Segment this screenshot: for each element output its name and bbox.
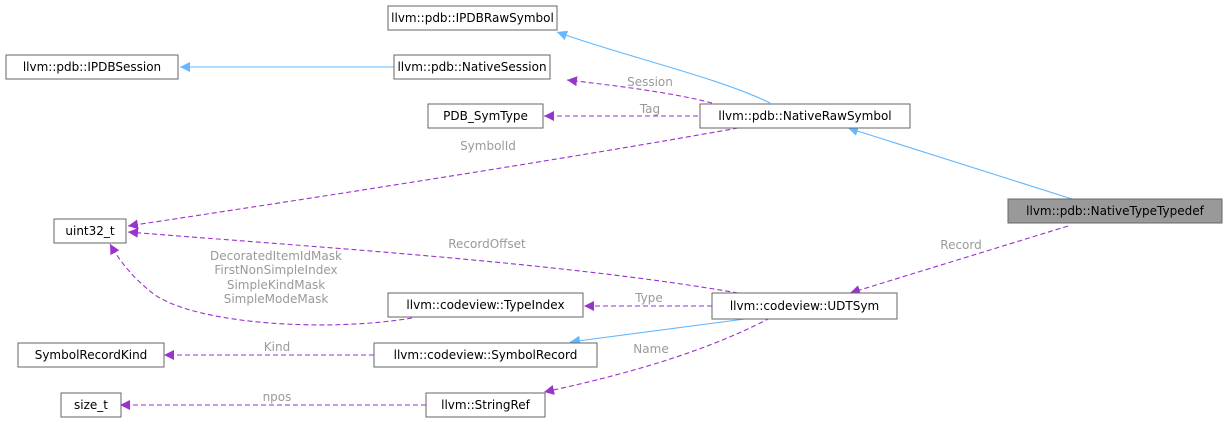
edge-session	[566, 76, 713, 104]
node-pdbsymtype[interactable]: PDB_SymType	[427, 103, 544, 129]
edge-label-session: Session	[627, 75, 673, 89]
edge-label-mask-4: SimpleModeMask	[224, 292, 329, 306]
edge-name	[543, 317, 771, 395]
node-label: llvm::codeview::SymbolRecord	[394, 348, 578, 362]
node-ipdbrawsymbol[interactable]: llvm::pdb::IPDBRawSymbol	[387, 5, 558, 31]
node-nativerawsymbol[interactable]: llvm::pdb::NativeRawSymbol	[699, 103, 911, 129]
edge-symbolid	[127, 127, 739, 230]
edge-label-npos: npos	[263, 390, 292, 404]
edge-label-symbolid: SymbolId	[460, 139, 516, 153]
edge-nativetypetypedef-to-nativerawsymbol	[847, 126, 1073, 200]
node-udtsym[interactable]: llvm::codeview::UDTSym	[711, 292, 898, 320]
node-label: uint32_t	[65, 224, 115, 238]
node-uint32t[interactable]: uint32_t	[53, 218, 127, 244]
node-symbolrecordkind[interactable]: SymbolRecordKind	[17, 342, 165, 368]
edge-label-recordoffset: RecordOffset	[448, 237, 526, 251]
edge-label-kind: Kind	[264, 340, 290, 354]
node-label: PDB_SymType	[443, 109, 528, 123]
edge-label-mask-1: DecoratedItemIdMask	[210, 249, 342, 263]
node-label: llvm::codeview::TypeIndex	[406, 298, 564, 312]
node-nativesession[interactable]: llvm::pdb::NativeSession	[393, 54, 551, 80]
edge-recordoffset	[127, 227, 739, 294]
edge-label-name: Name	[633, 342, 668, 356]
node-label: SymbolRecordKind	[35, 348, 148, 362]
edge-udtsym-to-symbolrecord	[569, 318, 746, 346]
node-label: llvm::pdb::IPDBSession	[23, 60, 161, 74]
edge-label-tag: Tag	[639, 102, 660, 116]
node-label: llvm::pdb::NativeTypeTypedef	[1026, 204, 1204, 218]
node-ipdbsession[interactable]: llvm::pdb::IPDBSession	[5, 54, 179, 80]
edge-record	[849, 225, 1069, 295]
node-sizet[interactable]: size_t	[60, 392, 122, 418]
node-nativetypetypedef[interactable]: llvm::pdb::NativeTypeTypedef	[1007, 198, 1223, 224]
edge-label-mask-3: SimpleKindMask	[227, 278, 325, 292]
edge-nativerawsymbol-to-ipdbrawsymbol	[556, 30, 771, 104]
node-label: llvm::codeview::UDTSym	[730, 299, 879, 313]
edge-masks	[109, 243, 413, 326]
node-label: llvm::pdb::NativeSession	[397, 60, 546, 74]
edge-label-record: Record	[940, 238, 981, 252]
node-label: llvm::pdb::IPDBRawSymbol	[391, 11, 554, 25]
node-label: llvm::StringRef	[441, 398, 531, 412]
node-typeindex[interactable]: llvm::codeview::TypeIndex	[387, 292, 584, 318]
edge-label-type: Type	[634, 291, 663, 305]
edge-label-mask-2: FirstNonSimpleIndex	[214, 263, 337, 277]
node-label: llvm::pdb::NativeRawSymbol	[718, 109, 891, 123]
node-stringref[interactable]: llvm::StringRef	[425, 392, 546, 418]
node-symbolrecord[interactable]: llvm::codeview::SymbolRecord	[373, 342, 598, 368]
node-label: size_t	[74, 398, 108, 412]
